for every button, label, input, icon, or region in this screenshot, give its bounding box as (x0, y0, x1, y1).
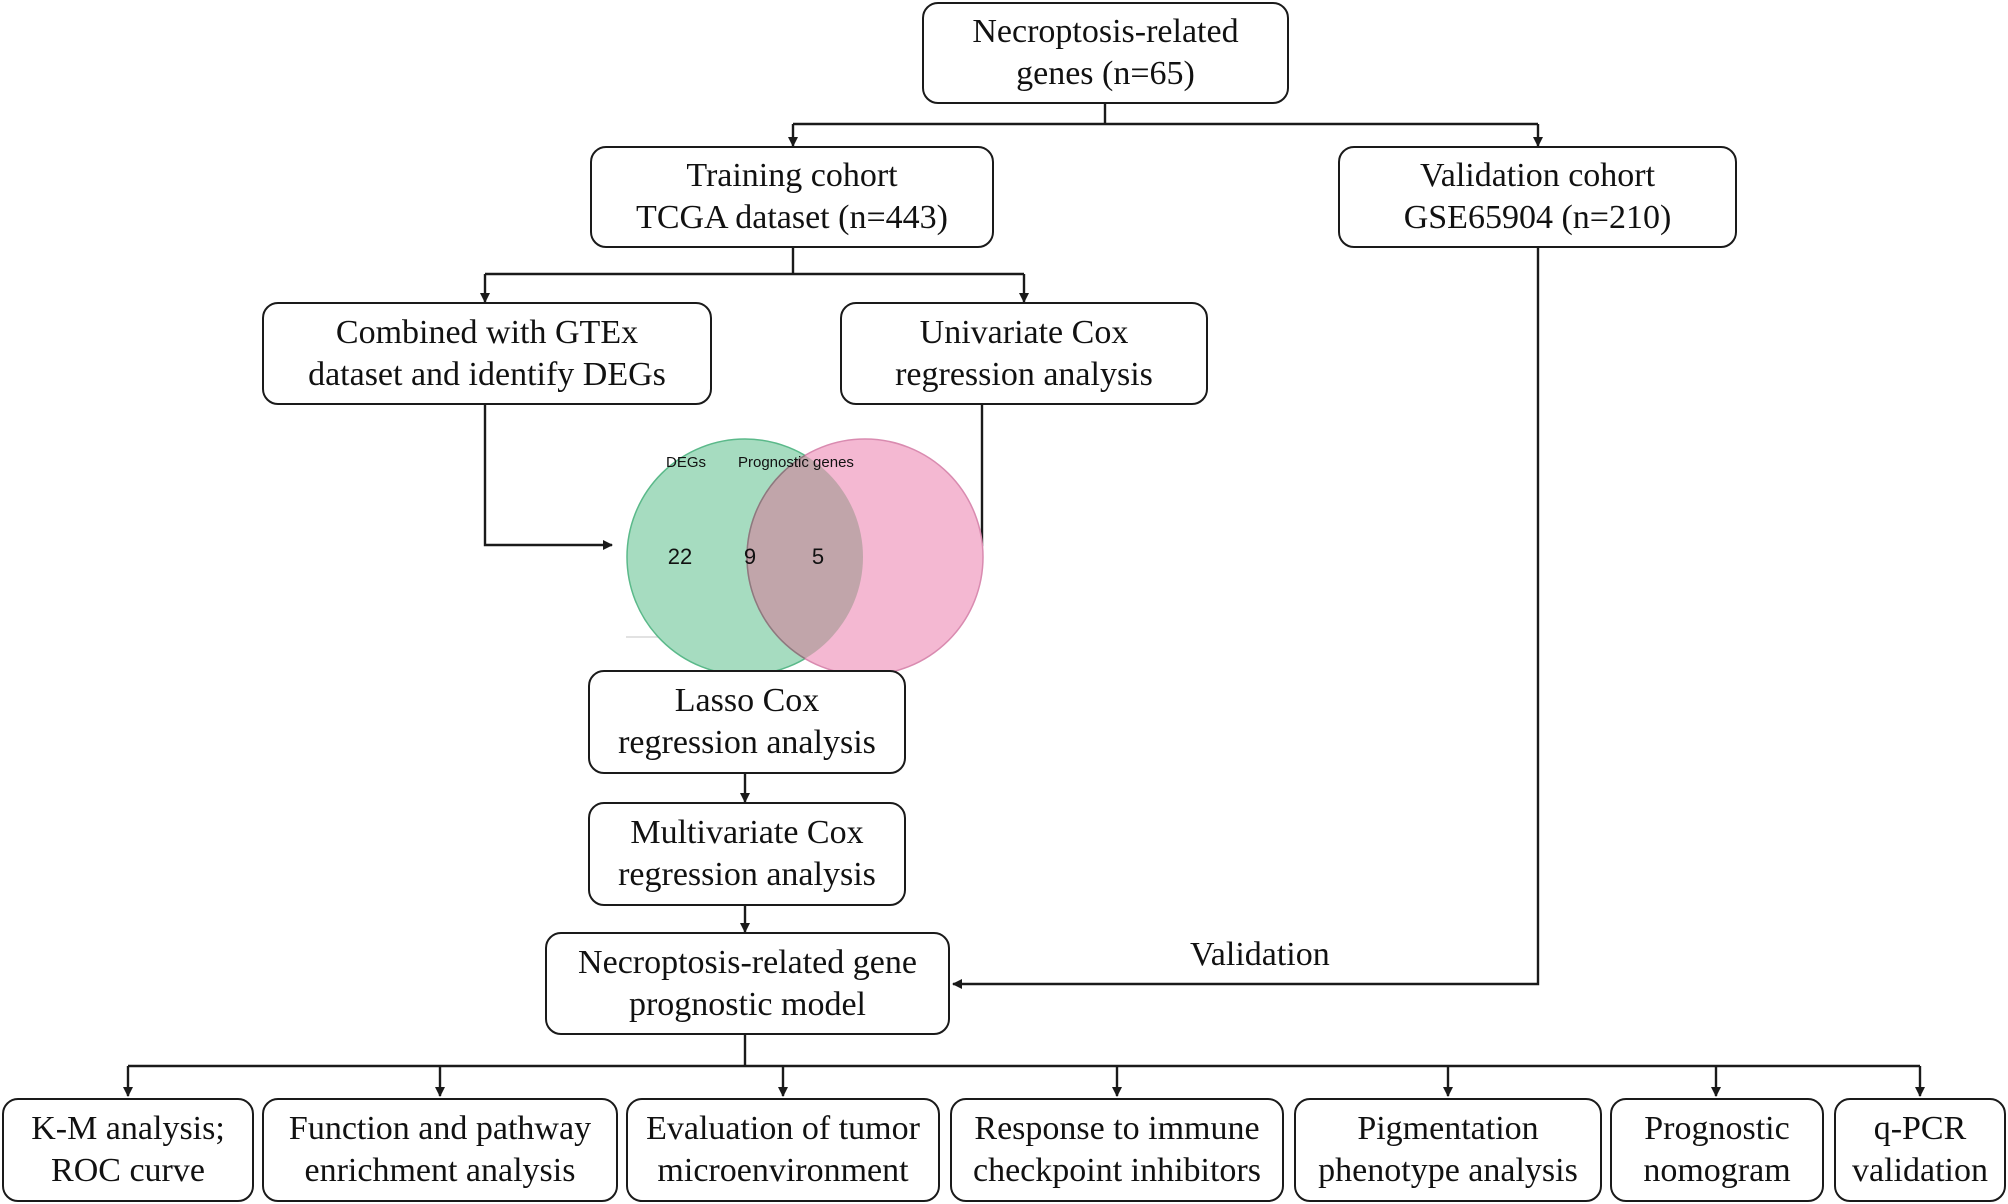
connector-training-split (485, 248, 1024, 276)
output-enrichment-box: Function and pathway enrichment analysis (262, 1098, 618, 1202)
prognostic-model-line2: prognostic model (628, 985, 867, 1023)
gtex-degs-box: Combined with GTEx dataset and identify … (262, 302, 712, 405)
arrow-validation-to-model (952, 248, 1540, 989)
necroptosis-genes-line2: genes (n=65) (1016, 55, 1195, 92)
output-enrichment-line2: enrichment analysis (304, 1152, 576, 1189)
output-enrichment-line1: Function and pathway (288, 1110, 592, 1147)
output-qpcr-box: q-PCR validation (1834, 1098, 2006, 1202)
lasso-cox-box: Lasso Cox regression analysis (588, 670, 906, 774)
gtex-degs-line1: Combined with GTEx (335, 313, 639, 351)
training-cohort-line1: Training cohort (686, 157, 898, 194)
venn-diagram (626, 438, 984, 676)
multivariate-cox-box: Multivariate Cox regression analysis (588, 802, 906, 906)
output-qpcr-line1: q-PCR (1873, 1110, 1967, 1147)
necroptosis-genes-box: Necroptosis-related genes (n=65) (922, 2, 1289, 104)
venn-label-prognostic: Prognostic genes (738, 454, 854, 471)
arrow-gtex-to-venn (483, 405, 613, 550)
output-tme-line1: Evaluation of tumor (646, 1110, 920, 1147)
output-immune-checkpoint-box: Response to immune checkpoint inhibitors (950, 1098, 1284, 1202)
output-qpcr-line2: validation (1852, 1152, 1988, 1189)
output-pigmentation-box: Pigmentation phenotype analysis (1294, 1098, 1602, 1202)
output-km-roc-line2: ROC curve (51, 1152, 205, 1189)
multivariate-cox-line2: regression analysis (618, 856, 876, 893)
output-immune-checkpoint-line1: Response to immune (974, 1110, 1260, 1147)
output-km-roc-box: K-M analysis; ROC curve (2, 1098, 254, 1202)
univariate-cox-line2: regression analysis (895, 355, 1153, 393)
univariate-cox-box: Univariate Cox regression analysis (840, 302, 1208, 405)
output-pigmentation-line1: Pigmentation (1357, 1110, 1539, 1147)
prognostic-model-box: Necroptosis-related gene prognostic mode… (545, 932, 950, 1035)
venn-count-degs-only: 22 (667, 544, 693, 569)
output-immune-checkpoint-line2: checkpoint inhibitors (972, 1152, 1261, 1189)
lasso-cox-line1: Lasso Cox (674, 682, 820, 719)
necroptosis-genes-line1: Necroptosis-related (972, 13, 1239, 50)
output-nomogram-line2: nomogram (1643, 1152, 1791, 1189)
output-pigmentation-line2: phenotype analysis (1318, 1152, 1578, 1189)
output-km-roc-line1: K-M analysis; (31, 1110, 225, 1147)
prognostic-model-line1: Necroptosis-related gene (578, 943, 917, 981)
output-tme-line2: microenvironment (657, 1152, 909, 1189)
univariate-cox-line1: Univariate Cox (919, 313, 1129, 351)
validation-cohort-line1: Validation cohort (1419, 157, 1656, 194)
training-cohort-box: Training cohort TCGA dataset (n=443) (590, 146, 994, 248)
validation-cohort-box: Validation cohort GSE65904 (n=210) (1338, 146, 1737, 248)
output-tme-box: Evaluation of tumor microenvironment (626, 1098, 940, 1202)
connector-top-split (793, 104, 1538, 126)
validation-label: Validation (1190, 936, 1330, 973)
connector-model-split (128, 1035, 1920, 1068)
validation-cohort-line2: GSE65904 (n=210) (1403, 199, 1672, 236)
gtex-degs-line2: dataset and identify DEGs (308, 355, 666, 393)
venn-label-degs: DEGs (666, 454, 707, 471)
training-cohort-line2: TCGA dataset (n=443) (636, 199, 948, 236)
lasso-cox-line2: regression analysis (618, 724, 876, 761)
output-nomogram-box: Prognostic nomogram (1610, 1098, 1824, 1202)
venn-overlap (746, 439, 863, 675)
venn-count-overlap: 9 (743, 544, 757, 569)
venn-count-prognostic-only: 5 (811, 544, 825, 569)
multivariate-cox-line1: Multivariate Cox (630, 814, 864, 851)
output-nomogram-line1: Prognostic (1644, 1110, 1790, 1147)
